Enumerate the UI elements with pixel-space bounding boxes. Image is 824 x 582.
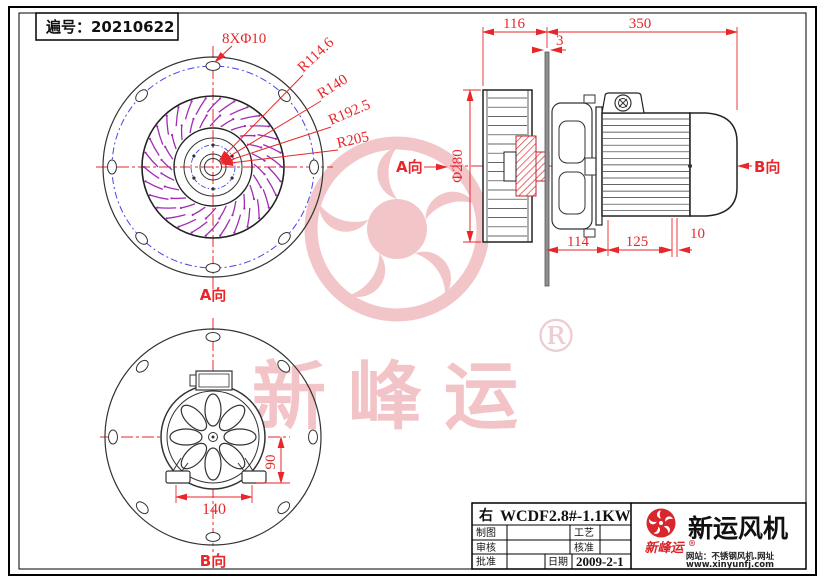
sheet-frame <box>8 6 817 576</box>
fan-cover-vents <box>169 393 257 481</box>
front-view: 8XΦ10 R114.6 R140 R192.5 R205 A向 <box>96 31 373 304</box>
dim-dia280: Φ280 <box>450 149 466 182</box>
brand-site-line2: www.xinyunfj.com <box>686 560 774 570</box>
impeller-blades <box>142 97 284 237</box>
brand-registered-mark: ® <box>688 538 696 548</box>
side-view: 116 350 3 Φ280 114 125 10 A向 B向 <box>396 16 780 287</box>
field-standard: 核准 <box>574 541 594 554</box>
dim-r140: R140 <box>315 72 351 103</box>
field-process: 工艺 <box>574 527 594 539</box>
rear-view-label: B向 <box>200 552 226 570</box>
field-approve: 批准 <box>476 555 496 568</box>
side-view-label-b: B向 <box>754 158 780 176</box>
dim-140: 140 <box>202 501 226 518</box>
field-date: 日期 <box>548 556 568 568</box>
mounting-plate <box>544 51 550 287</box>
dim-90: 90 <box>263 455 279 470</box>
dim-r114: R114.6 <box>295 34 338 76</box>
model-number: WCDF2.8#-1.1KW <box>500 508 631 525</box>
dim-3: 3 <box>556 33 564 49</box>
dim-116: 116 <box>503 16 525 32</box>
rear-view: 140 90 B向 <box>100 318 322 570</box>
doc-number-text: 遍号：20210622 <box>45 18 175 36</box>
dim-350: 350 <box>629 16 652 32</box>
motor-fins <box>603 118 689 212</box>
brand-panel: 新运风机 新峰运 ® 网站：不锈钢风机.网址 www.xinyunfj.com <box>644 508 788 570</box>
motor-end-cap <box>689 112 738 217</box>
watermark-registered-mark: ® <box>533 309 579 363</box>
motor-feet <box>165 457 267 484</box>
rear-bolt-holes <box>108 332 318 542</box>
side-view-dimensions: 116 350 3 Φ280 114 125 10 A向 B向 <box>396 16 780 257</box>
brand-name: 新运风机 <box>688 514 788 543</box>
doc-number-box: 遍号：20210622 <box>35 12 179 41</box>
dim-114: 114 <box>567 234 589 250</box>
field-check: 审核 <box>476 541 496 554</box>
terminal-box <box>601 92 645 114</box>
pinwheel-logo-icon <box>646 508 676 538</box>
field-draw: 制图 <box>476 526 496 539</box>
date-value: 2009-2-1 <box>576 554 624 569</box>
rear-view-dimensions: 140 90 B向 <box>175 436 290 570</box>
side-view-label-a: A向 <box>396 158 423 176</box>
brand-script-name: 新峰运 <box>644 540 685 556</box>
front-view-label: A向 <box>200 286 227 304</box>
dim-10: 10 <box>690 226 705 242</box>
title-block: 右 WCDF2.8#-1.1KW 制图 工艺 审核 核准 批准 日期 2009-… <box>471 502 807 570</box>
dim-r205: R205 <box>335 129 370 152</box>
dim-r192: R192.5 <box>326 97 373 129</box>
brand-site-line1: 网站：不锈钢风机.网址 <box>686 551 775 562</box>
orientation-label: 右 <box>478 507 493 524</box>
dim-bolt-holes: 8XΦ10 <box>222 31 266 47</box>
dim-125: 125 <box>626 234 649 250</box>
flange-bolt-holes <box>107 61 319 273</box>
